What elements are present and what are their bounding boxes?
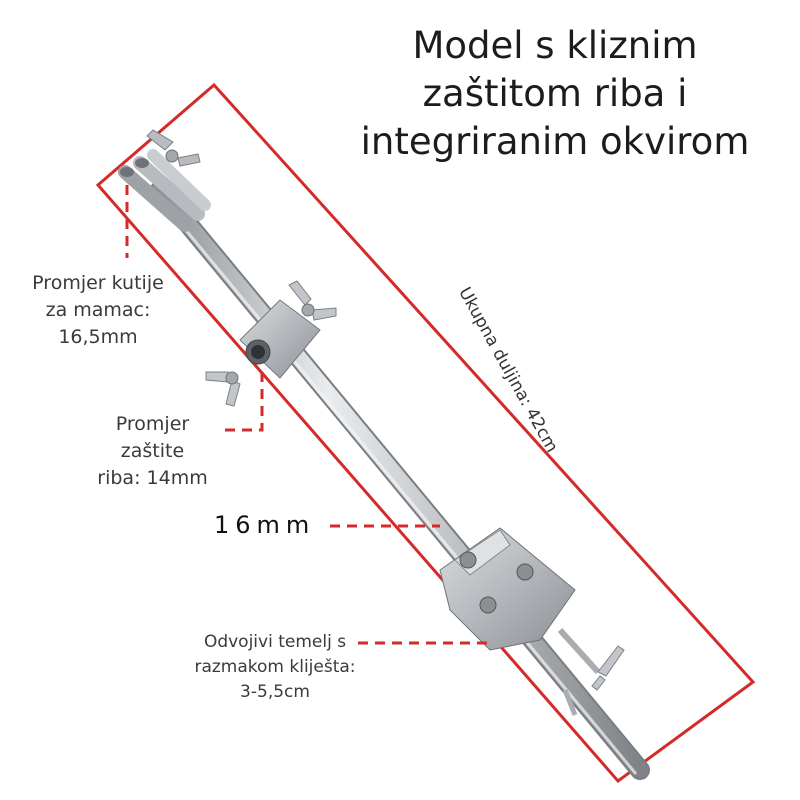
wing-nut-top-icon <box>146 129 201 167</box>
fish-guard-label-line-2: zaštite <box>120 440 185 462</box>
bait-box-label-line-2: za mamac: <box>45 299 151 321</box>
bait-box-label-line-1: Promjer kutije <box>32 272 164 294</box>
base-label-line-2: razmakom kliješta: <box>194 657 356 677</box>
fish-guard-diameter-label: Promjer zaštite riba: 14mm <box>80 411 225 492</box>
bait-box-diameter-label: Promjer kutije za mamac: 16,5mm <box>8 270 188 351</box>
base-label-line-1: Odvojivi temelj s <box>203 632 347 652</box>
rod-diameter-label: 16mm <box>214 511 316 539</box>
main-rod <box>150 180 650 780</box>
bait-box-label-line-3: 16,5mm <box>58 326 138 348</box>
fish-guard-label-line-3: riba: 14mm <box>97 467 208 489</box>
wing-nut-guard-top-icon <box>288 280 337 321</box>
title-line-2: zaštitom riba i <box>422 72 688 115</box>
detachable-base-clamp <box>439 527 601 716</box>
fish-guard-clamp <box>239 299 321 379</box>
base-label-line-3: 3-5,5cm <box>240 682 310 702</box>
title-line-1: Model s kliznim <box>412 24 698 67</box>
wing-nut-base-icon <box>591 645 625 691</box>
fish-guard-label-line-1: Promjer <box>115 413 190 435</box>
title-line-3: integriranim okvirom <box>360 120 750 163</box>
base-clamp-label: Odvojivi temelj s razmakom kliješta: 3-5… <box>175 630 375 705</box>
bait-box-tubes <box>118 149 211 232</box>
fish-guard-indicator-line <box>222 372 264 432</box>
wing-nut-guard-side-icon <box>205 371 241 407</box>
page-title: Model s kliznim zaštitom riba i integrir… <box>355 22 755 166</box>
